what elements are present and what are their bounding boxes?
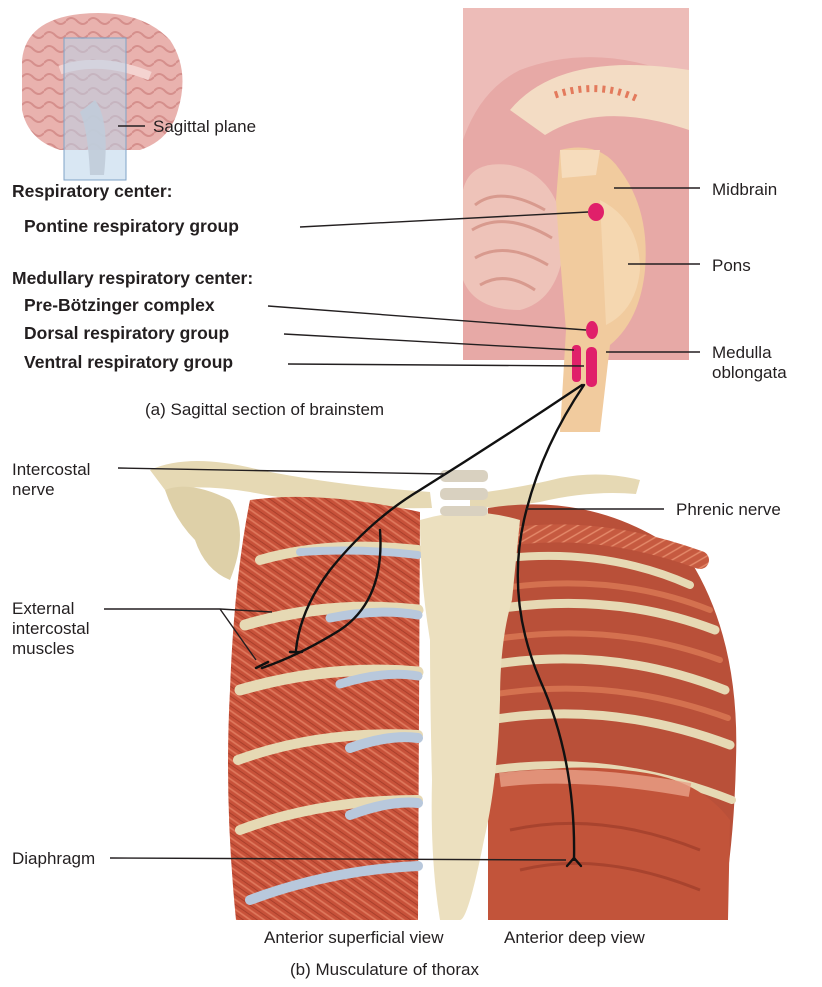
medulla-label-line1: Medulla — [712, 343, 772, 362]
pre-botzinger-label: Pre-Bötzinger complex — [24, 295, 215, 315]
dorsal-group-label: Dorsal respiratory group — [24, 323, 229, 343]
external-intercostal-label-line2: intercostal — [12, 619, 89, 638]
brainstem — [556, 148, 646, 433]
brainstem-section-illustration — [463, 8, 689, 432]
sagittal-plane-label: Sagittal plane — [153, 117, 256, 136]
deep-view-label: Anterior deep view — [504, 928, 646, 947]
external-intercostal-label-line3: muscles — [12, 639, 74, 658]
panel-b-caption: (b) Musculature of thorax — [290, 960, 479, 979]
phrenic-nerve-label: Phrenic nerve — [676, 500, 781, 519]
superficial-view-label: Anterior superficial view — [264, 928, 444, 947]
thorax-illustration — [150, 461, 736, 920]
medullary-center-heading: Medullary respiratory center: — [12, 268, 253, 288]
pre-botzinger-marker — [586, 321, 598, 339]
intercostal-nerve-label-line1: Intercostal — [12, 460, 90, 479]
midbrain-label: Midbrain — [712, 180, 777, 199]
ventral-group-label: Ventral respiratory group — [24, 352, 233, 372]
pontine-group-marker — [588, 203, 604, 221]
pons-label: Pons — [712, 256, 751, 275]
respiratory-center-heading: Respiratory center: — [12, 181, 172, 201]
panel-a-caption: (a) Sagittal section of brainstem — [145, 400, 384, 419]
medulla-label-line2: oblongata — [712, 363, 787, 382]
intercostal-nerve-label-line2: nerve — [12, 480, 55, 499]
sagittal-plane-box — [64, 38, 126, 180]
diaphragm-label: Diaphragm — [12, 849, 95, 868]
external-intercostal-label-line1: External — [12, 599, 74, 618]
right-clavicle — [470, 474, 640, 508]
inset-brain-illustration — [22, 13, 183, 180]
diaphragm-muscle — [488, 768, 730, 921]
pontine-group-label: Pontine respiratory group — [24, 216, 239, 236]
ventral-group-marker — [586, 347, 597, 387]
